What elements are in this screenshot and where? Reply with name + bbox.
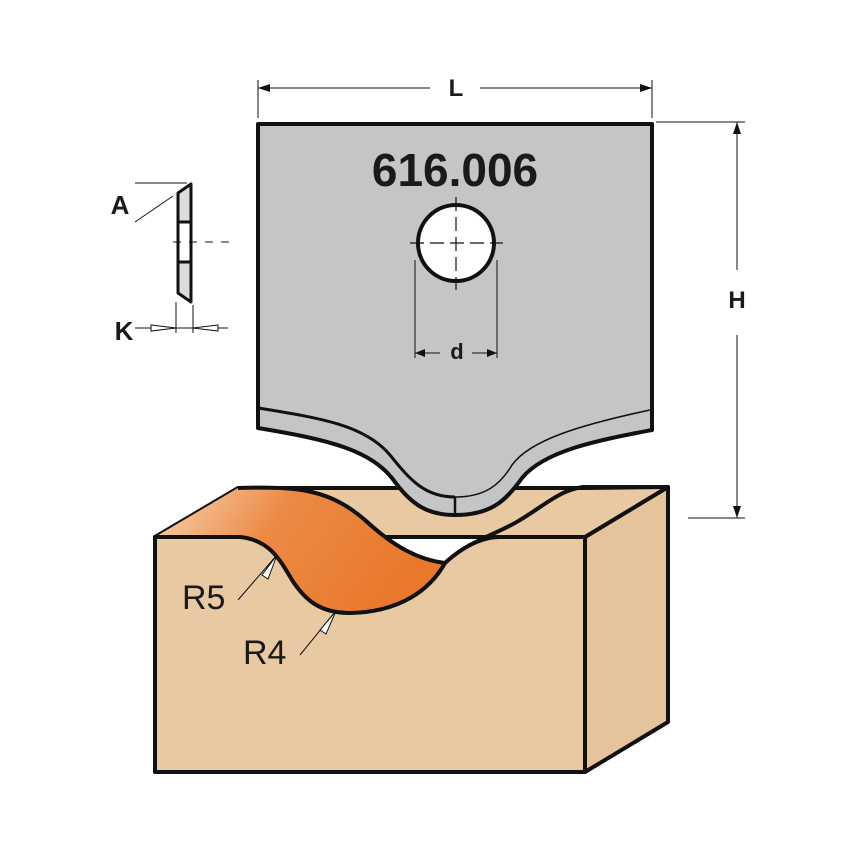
dim-H — [656, 121, 745, 519]
angle-A-label: A — [111, 190, 130, 220]
cut-profile-surface — [155, 487, 445, 613]
knife-blade — [256, 122, 654, 517]
dim-L — [257, 80, 653, 118]
knife-side-view — [134, 182, 236, 333]
wood-front-face — [153, 535, 587, 774]
dim-L-label: L — [449, 75, 464, 102]
thickness-K-label: K — [115, 316, 134, 346]
dim-H-label: H — [728, 287, 745, 314]
radius-R5-label: R5 — [182, 579, 225, 617]
knife-bevel-line-right — [454, 409, 651, 498]
radius-R4-label: R4 — [243, 634, 286, 672]
product-code: 616.006 — [372, 144, 538, 196]
knife-bevel-line — [257, 406, 456, 499]
radius-leaders — [237, 554, 337, 656]
wood-block — [153, 485, 670, 774]
dim-d-label: d — [450, 339, 463, 364]
d-arrowheads — [415, 349, 497, 357]
hole-centerlines — [410, 197, 503, 290]
